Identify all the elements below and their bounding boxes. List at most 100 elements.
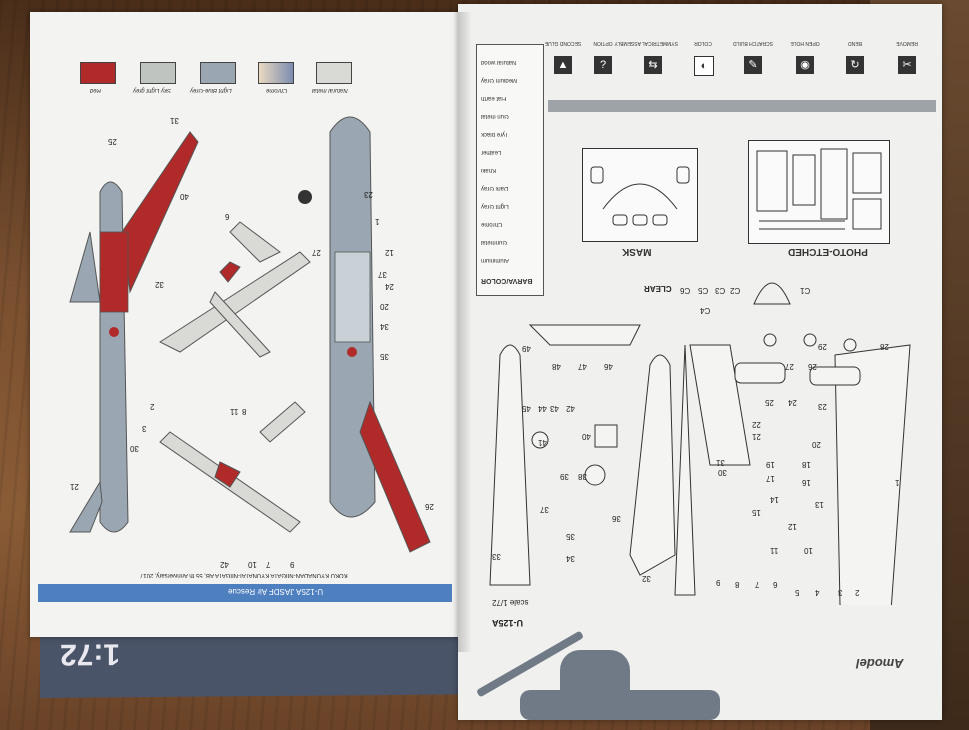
part-number: 20 (812, 440, 821, 449)
bend-icon: ↻ (846, 56, 864, 74)
color-legend-item: Light Gray (481, 203, 509, 209)
callout-number: 12 (385, 248, 394, 257)
wheel-part (531, 431, 549, 449)
open-hole-icon: ◉ (796, 56, 814, 74)
remove-icon: ✂ (898, 56, 916, 74)
callout-number: 3 (142, 424, 147, 433)
color-legend-item: Khaki (481, 167, 497, 173)
color-legend-item: Gun metal (481, 113, 509, 119)
photo-etched-fret (748, 140, 890, 244)
clear-canopy (753, 282, 791, 305)
callout-number: 26 (425, 502, 434, 511)
part-number: 7 (755, 580, 760, 589)
part-number: 32 (642, 574, 651, 583)
part-number: 48 (552, 362, 561, 371)
part-number: 36 (612, 514, 621, 523)
symbol-label-bend: BEND (848, 40, 862, 46)
fuselage-half (629, 354, 676, 576)
part-number: 46 (604, 362, 613, 371)
callout-number: 10 (248, 560, 257, 569)
callout-number: 11 (230, 407, 239, 416)
part-number: 24 (788, 398, 797, 407)
color-legend: BARVA/COLOR Natural wood Medium Gray Fla… (476, 44, 544, 296)
part-number: 3 (838, 588, 843, 597)
parts-sprue-diagram (489, 324, 911, 605)
wheel-part (843, 338, 857, 352)
part-number: 23 (818, 402, 827, 411)
swatch-label-natural-metal: Natural metal (312, 87, 348, 93)
symbol-label-scratch-build: SCRATCH BUILD (733, 40, 773, 46)
callout-number: 31 (170, 116, 179, 125)
swatch-light-blue-grey (200, 62, 236, 84)
aircraft-planform-bottom (159, 401, 306, 533)
clear-part: C3 (715, 286, 726, 295)
booklet-fold (458, 12, 472, 652)
color-legend-item: Aluminium (481, 257, 510, 263)
callout-number: 27 (312, 248, 321, 257)
header-divider (548, 100, 936, 112)
part-number: 30 (718, 468, 727, 477)
color-legend-item: Tyre black (481, 131, 509, 137)
part-number: 47 (578, 362, 587, 371)
color-legend-item: Flat earth (481, 95, 507, 101)
livery-banner: U-125A JASDF Air Rescue (38, 584, 452, 602)
callout-number: 2 (150, 402, 155, 411)
clear-part: C1 (800, 286, 811, 295)
callout-number: 37 (378, 270, 387, 279)
aircraft-profiles (69, 116, 431, 553)
part-number: 41 (538, 438, 547, 447)
swatch-red (80, 62, 116, 84)
scratch-build-icon: ✎ (744, 56, 762, 74)
callout-number: 35 (380, 352, 389, 361)
part-number: 18 (802, 460, 811, 469)
part-number: 39 (560, 472, 569, 481)
color-legend-item: Chrome (481, 221, 503, 227)
part-number: 29 (818, 342, 827, 351)
part-number: 10 (804, 546, 813, 555)
brand-logo: Amodel (856, 656, 904, 671)
part-number: 25 (765, 398, 774, 407)
part-number: 15 (752, 508, 761, 517)
mask-shapes (590, 166, 690, 226)
clear-part: C2 (730, 286, 741, 295)
callout-number: 30 (130, 444, 139, 453)
second-glue-icon: ▲ (554, 56, 572, 74)
callout-number: 20 (380, 302, 389, 311)
option-icon: ? (594, 56, 612, 74)
engine-part (809, 366, 861, 386)
callout-number: 7 (266, 560, 271, 569)
callout-number: 34 (380, 322, 389, 331)
swatch-label-light-blue-grey: Light Blue-Grey (190, 87, 232, 93)
clear-part: C6 (680, 286, 691, 295)
color-legend-item: Dark Gray (481, 185, 509, 191)
engine-part (734, 362, 786, 384)
color-legend-title: BARVA/COLOR (481, 277, 533, 284)
part-number: 16 (802, 478, 811, 487)
callout-number: 21 (70, 482, 79, 491)
callout-number: 1 (375, 217, 380, 226)
part-number: 34 (566, 554, 575, 563)
part-number: 49 (522, 344, 531, 353)
photo-etched-parts (756, 148, 882, 230)
callout-number: 23 (364, 190, 373, 199)
callout-number: 40 (180, 192, 189, 201)
instruction-left-page: Red Sky Light grey Light Blue-Grey Chrom… (30, 12, 470, 637)
part-number: 37 (540, 505, 549, 514)
panel-part (594, 424, 618, 448)
part-number: 27 (785, 362, 794, 371)
mask-label: MASK (622, 246, 652, 257)
part-number: 45 (522, 404, 531, 413)
model-name: U-125A (492, 618, 524, 628)
wheel-part (763, 333, 777, 347)
part-number: 1 (895, 478, 900, 487)
part-number: 11 (770, 546, 779, 555)
clear-part: C5 (698, 286, 709, 295)
color-legend-item: Medium Gray (481, 77, 518, 83)
livery-subtitle: KOKU KYUNADAN-NIIGATA KYUNATAI-NIIGATA A… (140, 572, 348, 578)
symmetrical-assembly-icon: ⇆ (644, 56, 662, 74)
part-number: 26 (808, 362, 817, 371)
part-number: 44 (538, 404, 547, 413)
mask-sheet (582, 148, 698, 242)
part-number: 35 (566, 532, 575, 541)
swatch-sky-light-grey (140, 62, 176, 84)
